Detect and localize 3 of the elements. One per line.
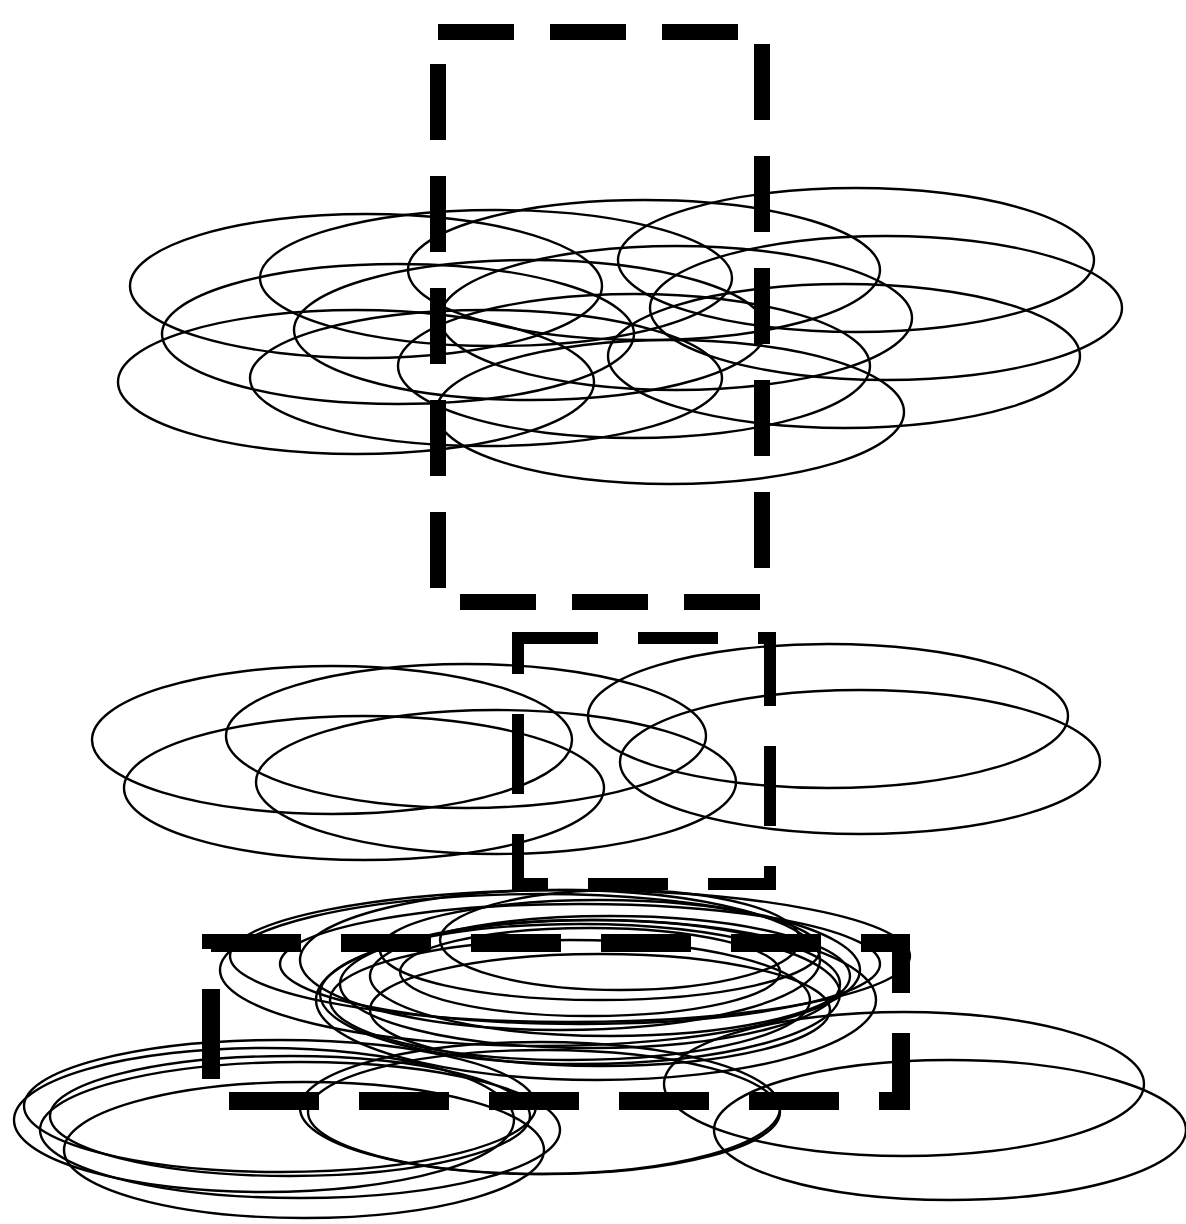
dashed-frame — [202, 934, 910, 1110]
dashed-frame — [512, 632, 776, 890]
dashed-frame — [430, 24, 770, 610]
